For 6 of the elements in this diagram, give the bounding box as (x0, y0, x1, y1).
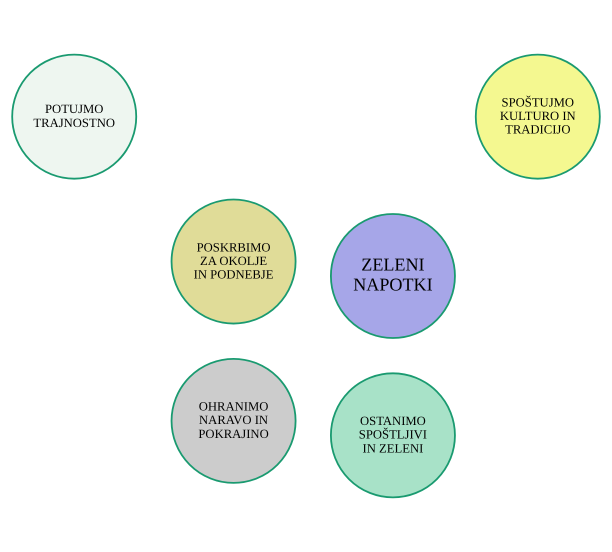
node-circle: POSKRBIMO ZA OKOLJE IN PODNEBJE (170, 198, 296, 324)
node-circle: OHRANIMO NARAVO IN POKRAJINO (170, 358, 296, 484)
node-circle: OSTANIMO SPOŠTLJIVI IN ZELENI (330, 372, 456, 498)
node-circle: ZELENI NAPOTKI (330, 213, 456, 339)
node-circle: SPOŠTUJMO KULTURO IN TRADICIJO (474, 54, 601, 180)
node-circle: POTUJMO TRAJNOSTNO (11, 54, 138, 180)
